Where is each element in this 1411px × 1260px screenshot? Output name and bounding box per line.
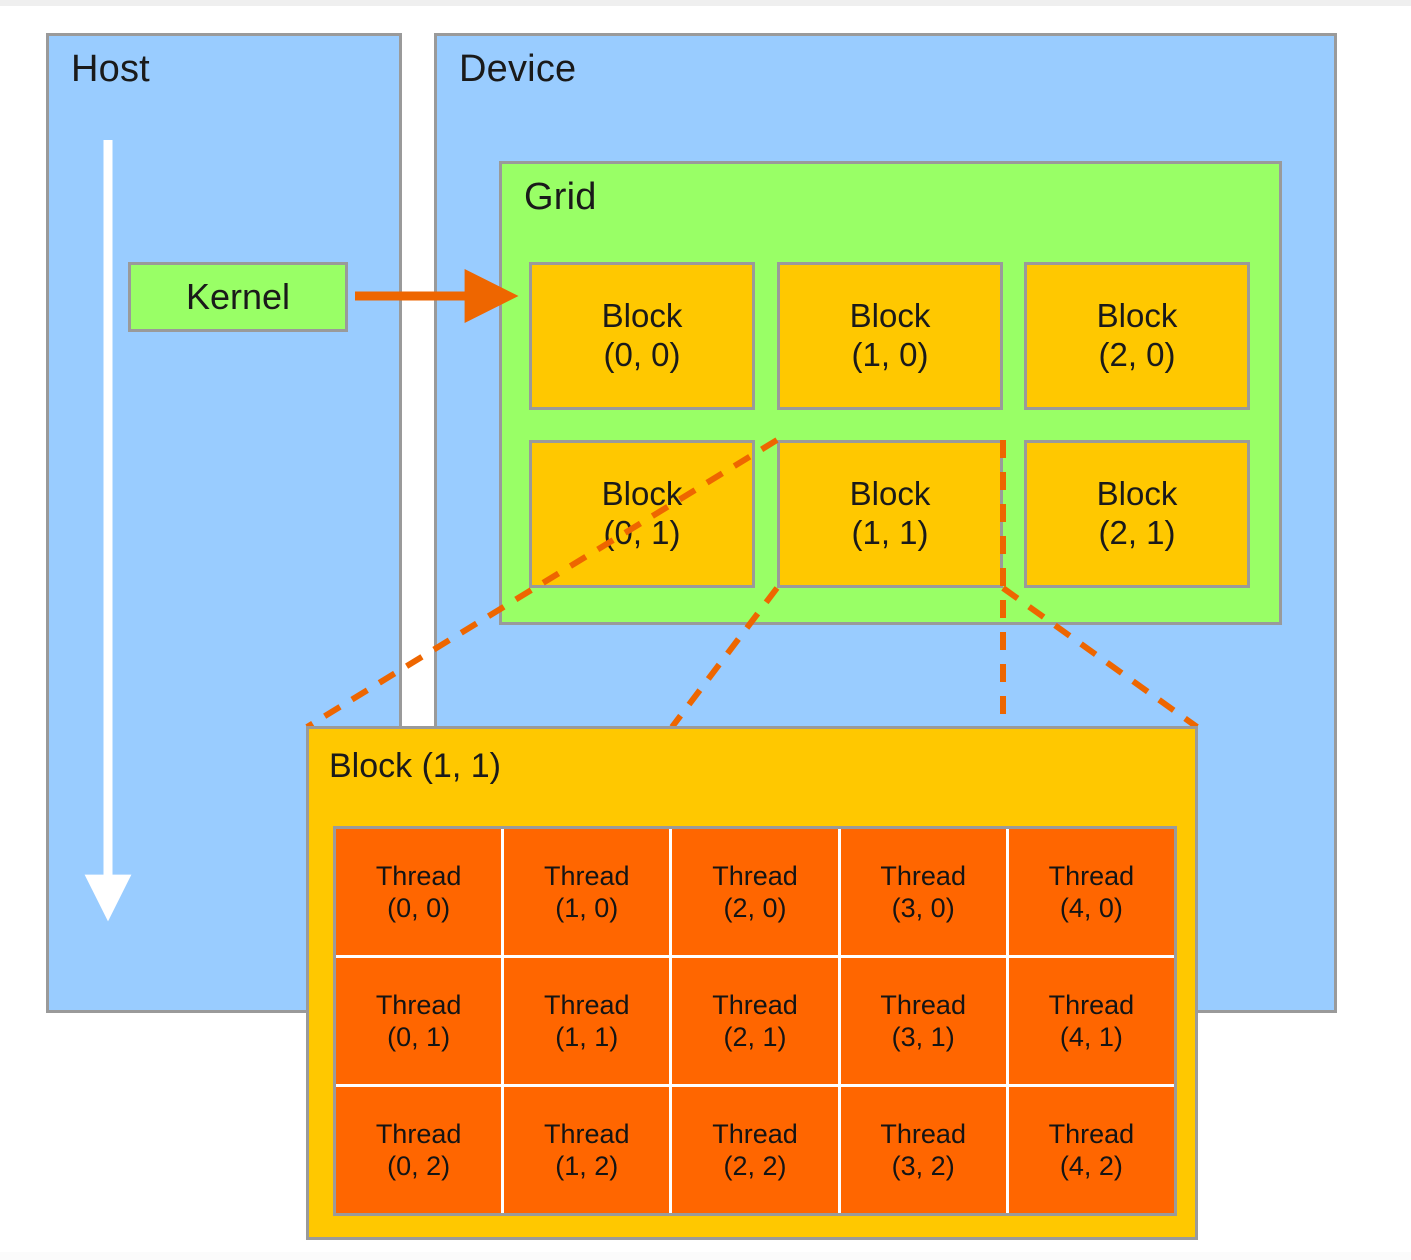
thread-3-2-index: (3, 2) — [891, 1151, 955, 1181]
thread-1-1-index: (1, 1) — [555, 1022, 619, 1052]
thread-2-1-label: Thread — [712, 989, 798, 1020]
thread-0-0-label: Thread — [375, 860, 462, 891]
thread-0-2-label: Thread — [375, 1118, 462, 1149]
thread-1-2-index: (1, 2) — [555, 1151, 619, 1181]
thread-2-2-index: (2, 2) — [723, 1151, 787, 1181]
thread-4-2[interactable]: Thread (4, 2) — [1008, 1087, 1174, 1213]
block-1-0-label: Block — [849, 297, 931, 335]
thread-2-0-label: Thread — [712, 860, 798, 891]
thread-1-1-label: Thread — [544, 989, 630, 1020]
thread-1-0[interactable]: Thread (1, 0) — [504, 829, 670, 955]
device-panel-title: Device — [459, 48, 577, 90]
block-2-0[interactable]: Block (2, 0) — [1024, 262, 1250, 410]
grid-panel-title: Grid — [524, 176, 597, 218]
detail-block-panel: Block (1, 1) Thread (0, 0) Thread (1, 0)… — [306, 726, 1198, 1240]
thread-2-0-index: (2, 0) — [723, 893, 787, 923]
block-1-1-label: Block — [849, 475, 931, 513]
thread-0-0-index: (0, 0) — [387, 893, 451, 923]
thread-1-2-label: Thread — [544, 1118, 630, 1149]
block-1-1-index: (1, 1) — [851, 514, 929, 551]
thread-1-0-label: Thread — [544, 860, 630, 891]
block-0-0[interactable]: Block (0, 0) — [529, 262, 755, 410]
canvas-bottom-edge — [0, 1252, 1411, 1260]
thread-0-0[interactable]: Thread (0, 0) — [336, 829, 502, 955]
block-2-0-index: (2, 0) — [1098, 336, 1176, 373]
canvas-top-edge — [0, 0, 1411, 6]
thread-grid: Thread (0, 0) Thread (1, 0) Thread (2, 0… — [333, 826, 1177, 1216]
block-2-1[interactable]: Block (2, 1) — [1024, 440, 1250, 588]
thread-4-0[interactable]: Thread (4, 0) — [1008, 829, 1174, 955]
block-0-1-label: Block — [601, 475, 683, 513]
thread-3-1-index: (3, 1) — [891, 1022, 955, 1052]
thread-3-2-label: Thread — [880, 1118, 966, 1149]
block-0-0-index: (0, 0) — [603, 336, 681, 373]
thread-2-2[interactable]: Thread (2, 2) — [672, 1087, 838, 1213]
thread-3-1-label: Thread — [880, 989, 966, 1020]
thread-4-0-label: Thread — [1048, 860, 1135, 891]
thread-2-1[interactable]: Thread (2, 1) — [672, 958, 838, 1084]
thread-1-2[interactable]: Thread (1, 2) — [504, 1087, 670, 1213]
thread-2-0[interactable]: Thread (2, 0) — [672, 829, 838, 955]
block-2-1-label: Block — [1096, 475, 1178, 513]
thread-1-1[interactable]: Thread (1, 1) — [504, 958, 670, 1084]
thread-0-2[interactable]: Thread (0, 2) — [336, 1087, 502, 1213]
thread-3-0[interactable]: Thread (3, 0) — [840, 829, 1006, 955]
thread-4-2-label: Thread — [1048, 1118, 1135, 1149]
block-0-1-index: (0, 1) — [603, 514, 681, 551]
block-2-1-index: (2, 1) — [1098, 514, 1176, 551]
thread-3-0-index: (3, 0) — [891, 893, 955, 923]
thread-0-1-index: (0, 1) — [387, 1022, 451, 1052]
thread-4-0-index: (4, 0) — [1059, 893, 1123, 923]
thread-3-1[interactable]: Thread (3, 1) — [840, 958, 1006, 1084]
thread-1-0-index: (1, 0) — [555, 893, 619, 923]
detail-block-title: Block (1, 1) — [329, 747, 501, 785]
thread-4-1-index: (4, 1) — [1059, 1022, 1123, 1052]
thread-4-2-index: (4, 2) — [1059, 1151, 1123, 1181]
block-0-1[interactable]: Block (0, 1) — [529, 440, 755, 588]
thread-4-1[interactable]: Thread (4, 1) — [1008, 958, 1174, 1084]
block-1-0-index: (1, 0) — [851, 336, 929, 373]
host-panel-title: Host — [71, 48, 150, 90]
block-1-1[interactable]: Block (1, 1) — [777, 440, 1003, 588]
thread-2-1-index: (2, 1) — [723, 1022, 787, 1052]
thread-0-1[interactable]: Thread (0, 1) — [336, 958, 502, 1084]
block-0-0-label: Block — [601, 297, 683, 335]
kernel-label: Kernel — [185, 276, 291, 317]
kernel-box[interactable]: Kernel — [128, 262, 348, 332]
block-2-0-label: Block — [1096, 297, 1178, 335]
block-1-0[interactable]: Block (1, 0) — [777, 262, 1003, 410]
thread-4-1-label: Thread — [1048, 989, 1135, 1020]
thread-3-2[interactable]: Thread (3, 2) — [840, 1087, 1006, 1213]
thread-0-2-index: (0, 2) — [387, 1151, 451, 1181]
thread-3-0-label: Thread — [880, 860, 966, 891]
thread-0-1-label: Thread — [375, 989, 462, 1020]
thread-2-2-label: Thread — [712, 1118, 798, 1149]
